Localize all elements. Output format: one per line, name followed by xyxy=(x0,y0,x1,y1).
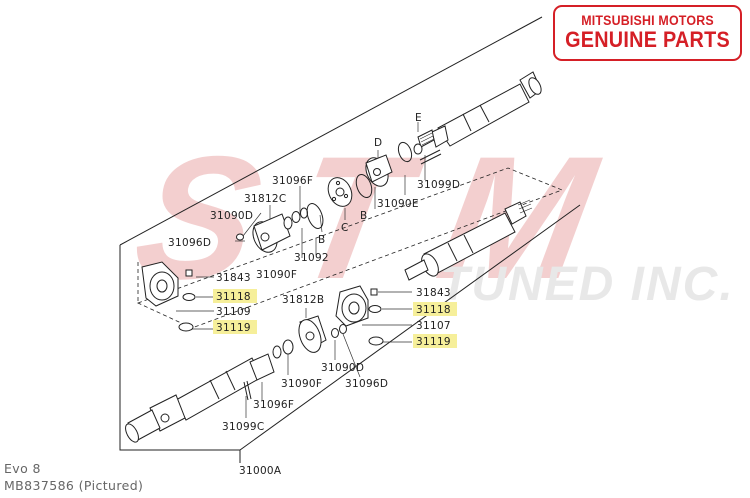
label-31090f-bot: 31090F xyxy=(281,378,322,390)
label-31118-left: 31118 xyxy=(216,291,251,303)
center-bearing-31107 xyxy=(335,285,369,327)
inset-dashed-box xyxy=(136,167,564,329)
label-e: E xyxy=(415,112,422,124)
genuine-parts-badge: MITSUBISHI MOTORS GENUINE PARTS xyxy=(553,5,742,61)
label-31090d-bot: 31090D xyxy=(321,362,364,374)
label-d: D xyxy=(374,137,382,149)
rear-shaft-spline xyxy=(419,132,435,146)
label-31096d-bot: 31096D xyxy=(345,378,388,390)
label-31812b: 31812B xyxy=(282,294,324,306)
watermark-logo: STM xyxy=(123,120,647,315)
assembly-outline xyxy=(119,16,581,463)
badge-title: GENUINE PARTS xyxy=(565,27,730,52)
label-31843-left: 31843 xyxy=(216,272,251,284)
watermark-subtitle: TUNED INC. xyxy=(440,258,735,311)
label-31812c: 31812C xyxy=(244,193,287,205)
label-31096d-left: 31096D xyxy=(168,237,211,249)
label-31000a: 31000A xyxy=(239,465,282,477)
badge-brand: MITSUBISHI MOTORS xyxy=(581,13,714,28)
label-31096f-bot: 31096F xyxy=(253,399,294,411)
flange-31812b xyxy=(298,315,327,353)
caption-part-number: MB837586 (Pictured) xyxy=(4,478,144,493)
label-b2: B xyxy=(360,210,368,222)
label-31096f-top: 31096F xyxy=(272,175,313,187)
label-31119-left: 31119 xyxy=(216,322,251,334)
watermark: STM TUNED INC. xyxy=(123,120,735,315)
label-31092: 31092 xyxy=(294,252,329,264)
part-labels: D E C B B 31096F 31812C 31090D 31096D 31… xyxy=(168,112,460,477)
small-hardware xyxy=(178,141,442,401)
flange-d xyxy=(365,154,393,187)
label-31090f-top: 31090F xyxy=(256,269,297,281)
label-31099d: 31099D xyxy=(417,179,460,191)
rubber-coupling-c xyxy=(327,177,353,207)
label-31090e: 31090E xyxy=(377,198,419,210)
label-31090d-left: 31090D xyxy=(210,210,253,222)
highlight-boxes xyxy=(213,289,457,348)
label-31118-right: 31118 xyxy=(416,304,451,316)
label-c: C xyxy=(341,222,349,234)
label-31119-right: 31119 xyxy=(416,336,451,348)
label-31099c: 31099C xyxy=(222,421,265,433)
label-31107: 31107 xyxy=(416,320,451,332)
intermediate-shaft xyxy=(404,201,527,281)
flange-31812c xyxy=(252,213,291,253)
label-b1: B xyxy=(318,234,326,246)
rear-propeller-shaft xyxy=(417,71,542,148)
caption-model: Evo 8 xyxy=(4,461,41,476)
label-31843-right: 31843 xyxy=(416,287,451,299)
intermediate-shaft-spline xyxy=(517,199,533,214)
center-bearing-31109 xyxy=(141,261,179,307)
label-31109: 31109 xyxy=(216,306,251,318)
front-propeller-shaft xyxy=(125,353,275,443)
